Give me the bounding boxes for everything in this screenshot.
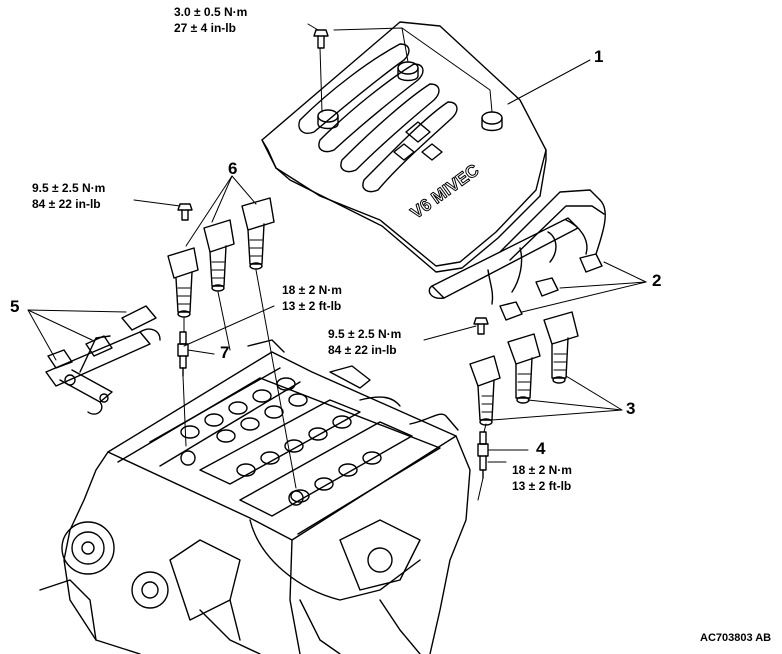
callout-6: 6	[228, 159, 238, 178]
front-ignition-coils-part-6	[167, 197, 275, 318]
callout-1: 1	[594, 47, 604, 66]
front-coil-bolt-torque-spec: 9.5 ± 2.5 N·m 84 ± 22 in-lb	[32, 180, 105, 212]
front-spark-plug-part-7	[177, 331, 189, 377]
front-coil-bolt	[177, 203, 193, 221]
front-coil-bolt-torque-metric: 9.5 ± 2.5 N·m	[32, 181, 106, 195]
front-spark-plug-torque-imperial: 13 ± 2 ft-lb	[282, 299, 342, 313]
front-coil-bolt-torque-imperial: 84 ± 22 in-lb	[32, 197, 101, 211]
cover-emblem-text: V6 MIVEC	[407, 161, 482, 223]
callout-3: 3	[626, 399, 636, 418]
rear-spark-plug-torque-spec: 18 ± 2 N·m 13 ± 2 ft-lb	[512, 462, 572, 494]
callout-7: 7	[220, 343, 230, 362]
rear-coil-bolt-torque-imperial: 84 ± 22 in-lb	[328, 343, 397, 357]
callout-4: 4	[536, 439, 546, 458]
cover-bolt	[313, 29, 329, 49]
front-spark-plug-torque-metric: 18 ± 2 N·m	[282, 283, 342, 297]
rear-ignition-coils-part-3	[469, 311, 579, 426]
callout-5: 5	[10, 297, 20, 316]
rear-spark-plug-part-4	[477, 431, 489, 479]
engine-cover-part-1	[261, 21, 547, 273]
rear-spark-plug-torque-imperial: 13 ± 2 ft-lb	[512, 479, 572, 493]
front-coil-harness-part-5	[45, 305, 161, 415]
cover-bolt-torque-imperial: 27 ± 4 in-lb	[174, 21, 236, 35]
front-spark-plug-torque-spec: 18 ± 2 N·m 13 ± 2 ft-lb	[282, 282, 342, 314]
figure-code: AC703803 AB	[700, 632, 772, 644]
rear-coil-bolt-torque-metric: 9.5 ± 2.5 N·m	[328, 327, 402, 341]
rear-coil-bolt	[473, 317, 489, 335]
rear-coil-bolt-torque-spec: 9.5 ± 2.5 N·m 84 ± 22 in-lb	[328, 326, 401, 358]
rear-spark-plug-torque-metric: 18 ± 2 N·m	[512, 463, 572, 477]
cover-bolt-torque-metric: 3.0 ± 0.5 N·m	[174, 5, 248, 19]
engine-block	[39, 339, 471, 654]
rear-coil-harness-part-2	[428, 189, 606, 321]
callout-2: 2	[652, 271, 662, 290]
leader-lines	[27, 23, 647, 501]
cover-bolt-torque-spec: 3.0 ± 0.5 N·m 27 ± 4 in-lb	[174, 4, 247, 36]
